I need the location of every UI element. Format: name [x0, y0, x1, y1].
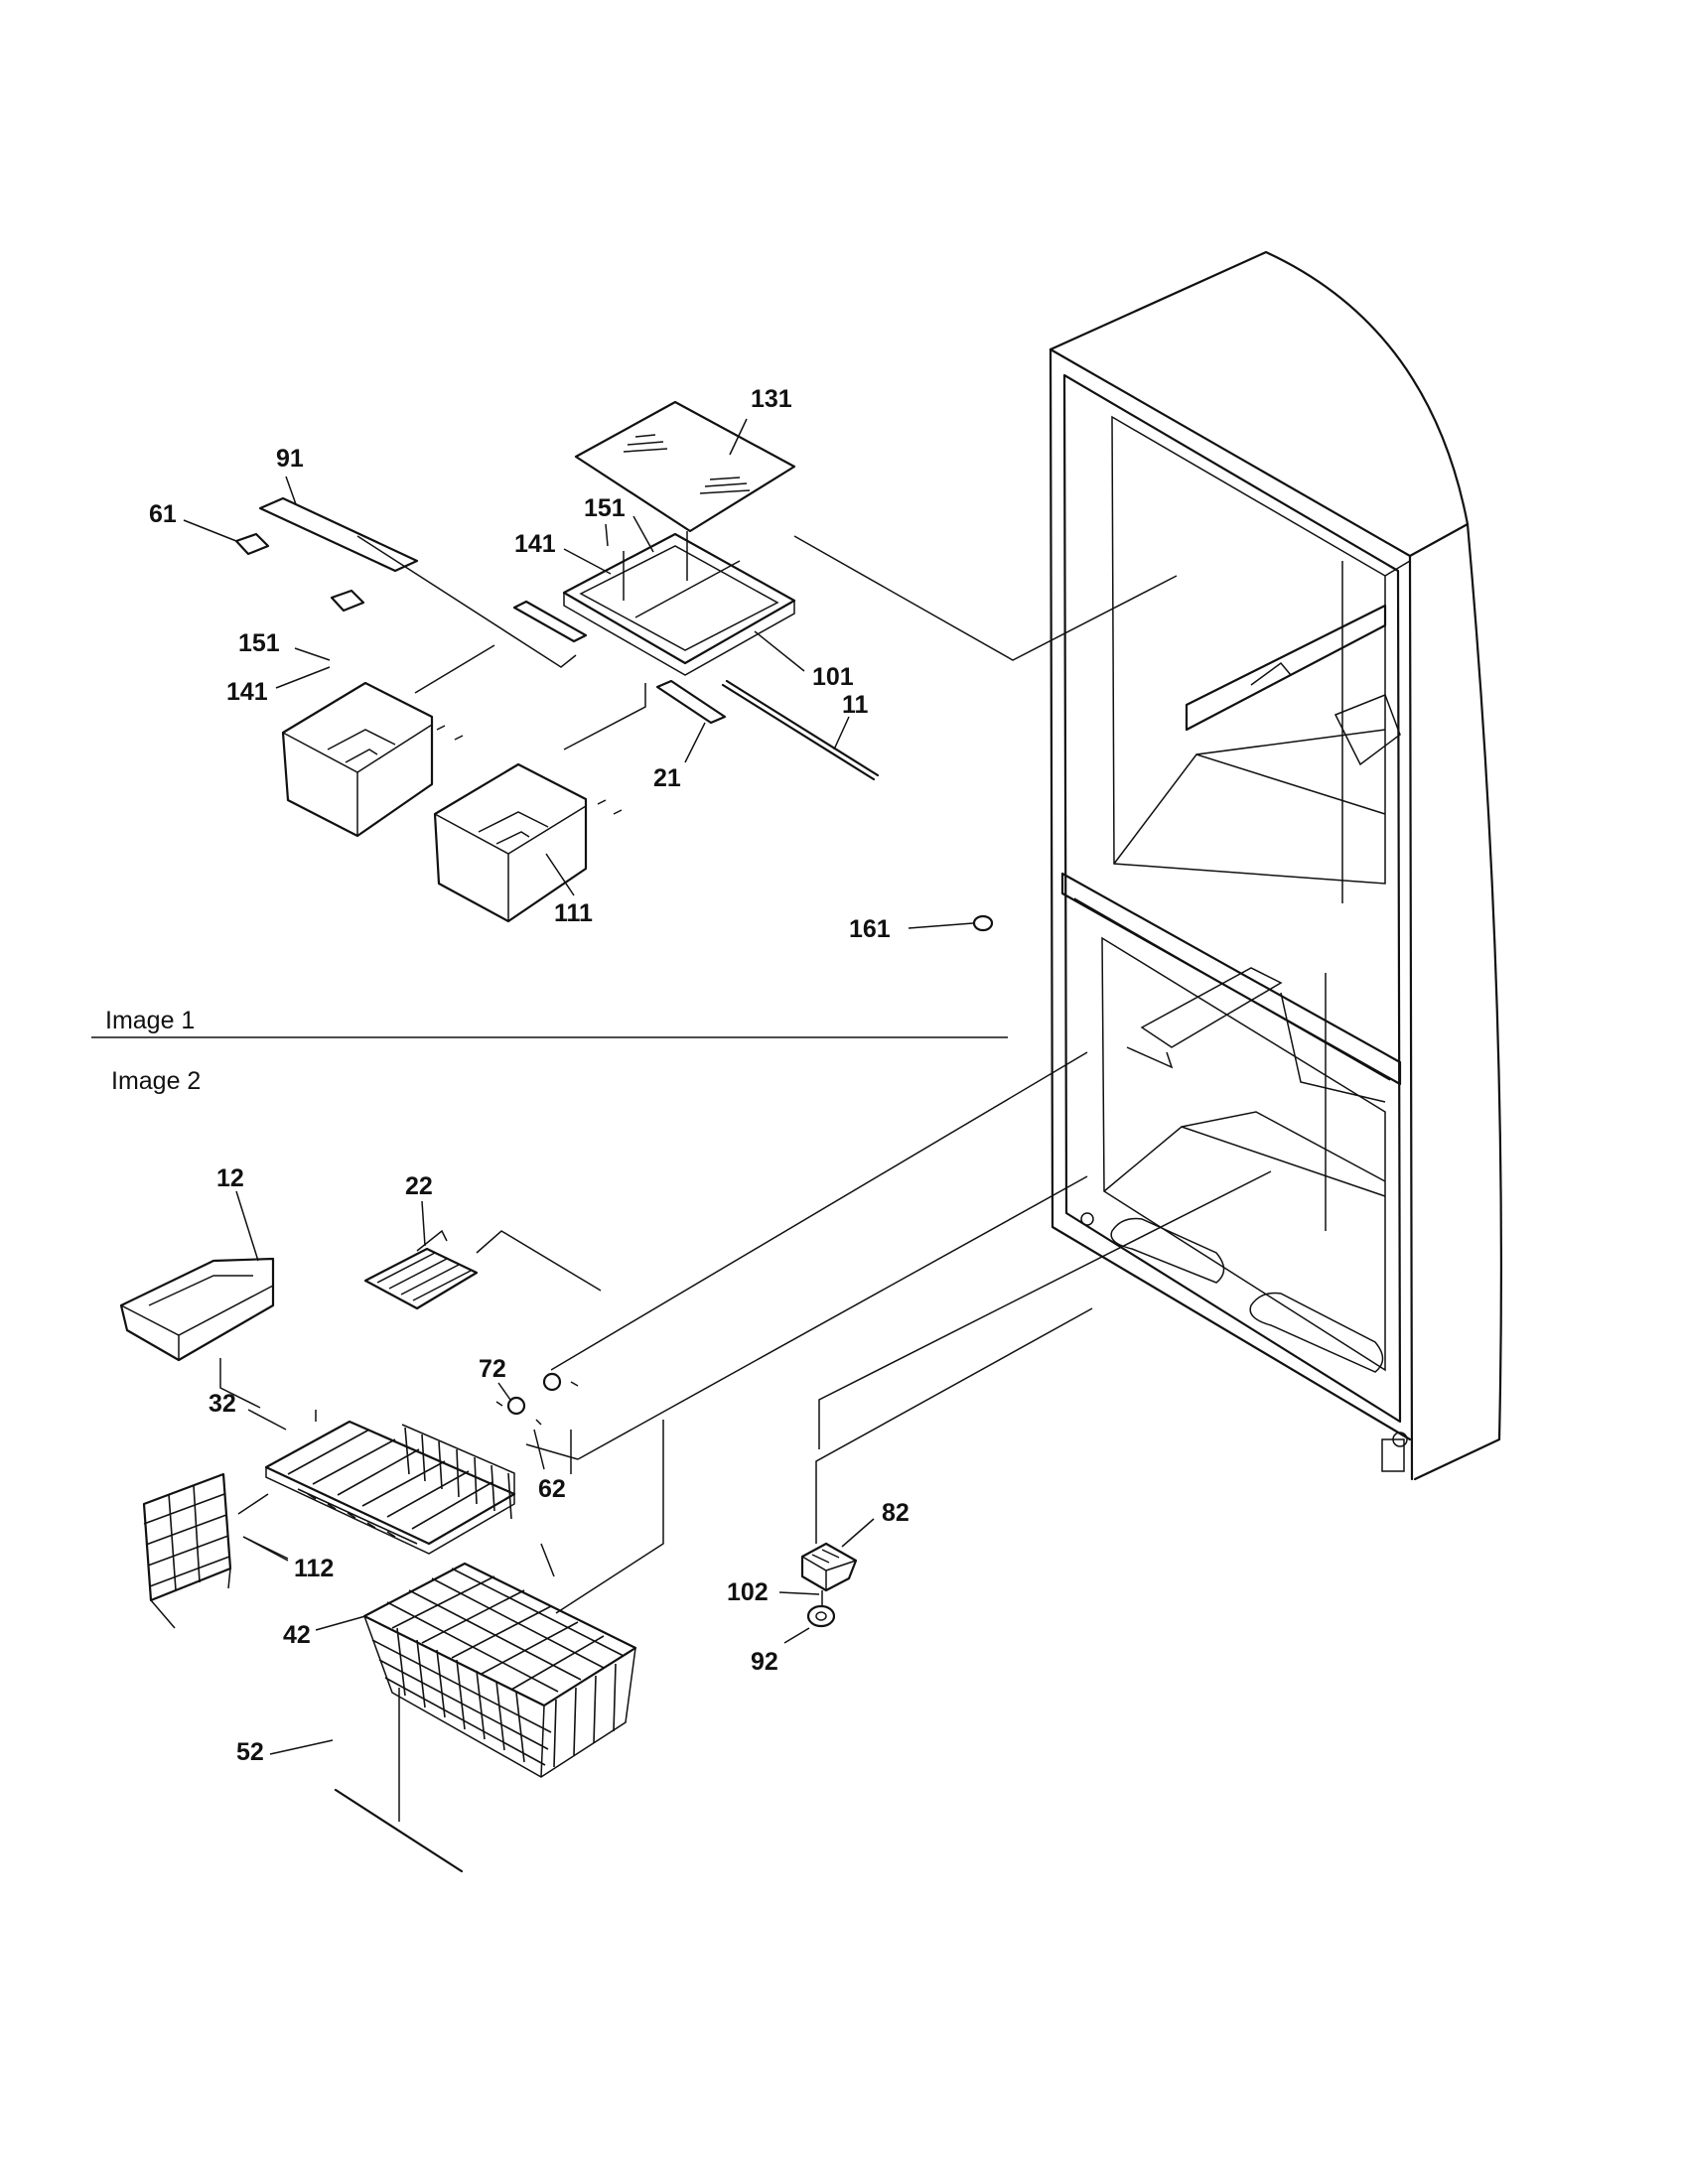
label-12: 12 — [216, 1164, 244, 1192]
label-52: 52 — [236, 1738, 264, 1766]
crisper-drawer-right — [433, 762, 588, 923]
label-92: 92 — [751, 1648, 778, 1676]
slide-21 — [655, 679, 727, 725]
bracket-61 — [234, 532, 270, 556]
label-131: 131 — [751, 385, 792, 413]
wire-basket-42 — [362, 1562, 637, 1778]
section-label-image-1: Image 1 — [105, 1007, 195, 1034]
rod-52 — [334, 1788, 464, 1873]
roller-assembly — [800, 1542, 858, 1628]
label-32: 32 — [209, 1390, 236, 1418]
label-21: 21 — [653, 764, 681, 792]
label-151-left: 151 — [238, 629, 280, 657]
wire-shelf-32 — [264, 1420, 516, 1555]
label-42: 42 — [283, 1621, 311, 1649]
label-112: 112 — [294, 1555, 334, 1582]
label-82: 82 — [882, 1499, 910, 1527]
section-label-image-2: Image 2 — [111, 1067, 201, 1095]
shelf-22 — [363, 1229, 479, 1310]
label-72: 72 — [479, 1355, 506, 1383]
label-91: 91 — [276, 445, 304, 473]
label-111: 111 — [554, 899, 593, 927]
label-151-top: 151 — [584, 494, 626, 522]
rail-91 — [258, 496, 419, 573]
leader-lines — [183, 418, 974, 1755]
crisper-drawer-left — [281, 681, 434, 838]
label-161: 161 — [849, 915, 891, 943]
label-11: 11 — [842, 691, 869, 719]
ice-bin-12 — [119, 1257, 275, 1362]
label-102: 102 — [727, 1578, 769, 1606]
label-22: 22 — [405, 1172, 433, 1200]
trim-11 — [721, 683, 876, 781]
label-61: 61 — [149, 500, 177, 528]
shelf-frame-101 — [562, 532, 796, 676]
glass-shelf-131 — [574, 400, 796, 533]
plug-161 — [972, 914, 994, 932]
wire-divider-112 — [142, 1472, 232, 1629]
label-101: 101 — [812, 663, 854, 691]
label-141-left: 141 — [226, 678, 268, 706]
label-62: 62 — [538, 1475, 566, 1503]
refrigerator-cabinet — [1049, 250, 1503, 1481]
fastener-72 — [506, 1396, 526, 1416]
label-141-top: 141 — [514, 530, 556, 558]
